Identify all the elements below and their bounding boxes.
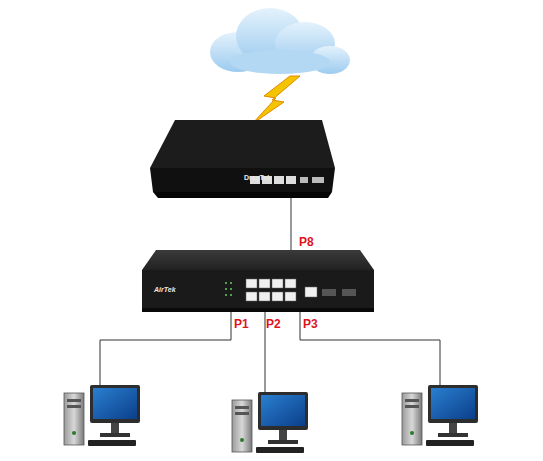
router <box>150 120 335 198</box>
brand-logo: AirTek <box>154 286 176 293</box>
pc-cables <box>100 312 440 392</box>
brand-logo: DrayTek <box>244 174 271 181</box>
switch <box>142 250 374 312</box>
pc <box>232 392 308 453</box>
pc <box>64 385 140 446</box>
lightning-bolt <box>252 76 300 124</box>
port-label: P1 <box>234 318 249 330</box>
port-label: P3 <box>303 318 318 330</box>
port-label: P8 <box>299 236 314 248</box>
port-label: P2 <box>266 318 281 330</box>
internet-cloud <box>210 8 350 74</box>
pc <box>402 385 478 446</box>
router-switch-cable <box>291 198 292 252</box>
